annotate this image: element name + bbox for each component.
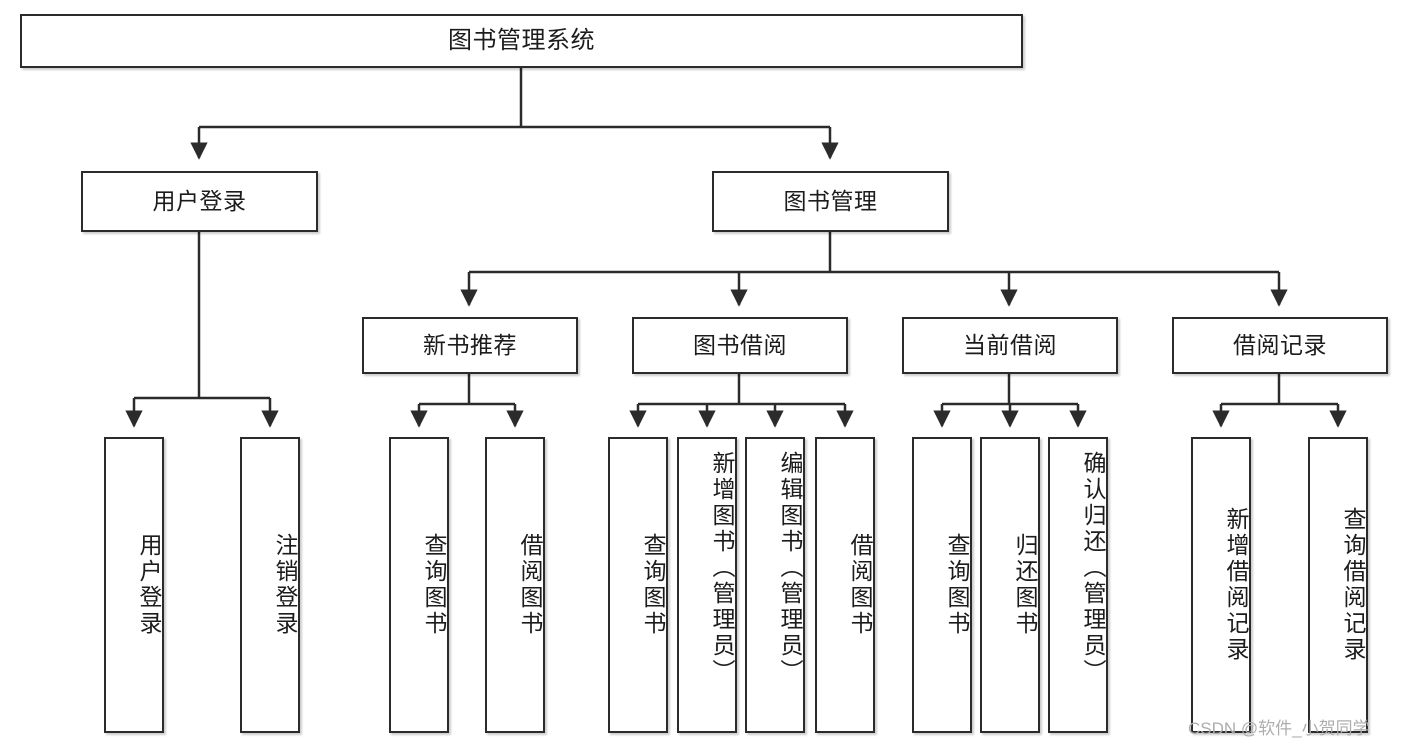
leaf-label: 归还图书: [1012, 533, 1038, 637]
leaf-book-borrow-borrow[interactable]: 借阅图书: [815, 437, 875, 733]
leaf-label: 借阅图书: [517, 533, 543, 637]
leaf-book-borrow-edit[interactable]: 编辑图书（管理员）: [745, 437, 805, 733]
leaf-label: 新增图书（管理员）: [709, 451, 735, 685]
leaf-label: 借阅图书: [847, 533, 873, 637]
leaf-label: 查询图书: [944, 533, 970, 637]
leaf-user-login-logout[interactable]: 注销登录: [240, 437, 300, 733]
node-book-management-label: 图书管理: [783, 187, 878, 214]
leaf-label: 查询借阅记录: [1340, 507, 1366, 663]
leaf-current-borrow-confirm[interactable]: 确认归还（管理员）: [1048, 437, 1108, 733]
node-book-management[interactable]: 图书管理: [712, 171, 949, 232]
node-current-borrow[interactable]: 当前借阅: [902, 317, 1118, 374]
node-book-borrow[interactable]: 图书借阅: [632, 317, 848, 374]
leaf-label: 用户登录: [136, 533, 162, 637]
leaf-label: 注销登录: [272, 533, 298, 637]
leaf-current-borrow-return[interactable]: 归还图书: [980, 437, 1040, 733]
node-new-book-recommend-label: 新书推荐: [423, 331, 517, 358]
leaf-label: 确认归还（管理员）: [1080, 451, 1106, 685]
leaf-current-borrow-query[interactable]: 查询图书: [912, 437, 972, 733]
leaf-new-book-borrow[interactable]: 借阅图书: [485, 437, 545, 733]
leaf-label: 查询图书: [421, 533, 447, 637]
node-borrow-record-label: 借阅记录: [1233, 331, 1327, 358]
leaf-user-login-login[interactable]: 用户登录: [104, 437, 164, 733]
watermark: CSDN @软件_小贺同学: [1188, 719, 1370, 738]
node-user-login-label: 用户登录: [152, 187, 247, 214]
node-root[interactable]: 图书管理系统: [20, 14, 1023, 68]
leaf-label: 新增借阅记录: [1223, 507, 1249, 663]
leaf-new-book-query[interactable]: 查询图书: [389, 437, 449, 733]
node-user-login[interactable]: 用户登录: [81, 171, 318, 232]
node-book-borrow-label: 图书借阅: [693, 331, 787, 358]
leaf-borrow-record-query[interactable]: 查询借阅记录: [1308, 437, 1368, 733]
node-new-book-recommend[interactable]: 新书推荐: [362, 317, 578, 374]
leaf-label: 查询图书: [640, 533, 666, 637]
node-root-label: 图书管理系统: [448, 26, 595, 54]
leaf-borrow-record-add[interactable]: 新增借阅记录: [1191, 437, 1251, 733]
node-borrow-record[interactable]: 借阅记录: [1172, 317, 1388, 374]
leaf-label: 编辑图书（管理员）: [777, 451, 803, 685]
leaf-book-borrow-query[interactable]: 查询图书: [608, 437, 668, 733]
leaf-book-borrow-add[interactable]: 新增图书（管理员）: [677, 437, 737, 733]
node-current-borrow-label: 当前借阅: [963, 331, 1057, 358]
